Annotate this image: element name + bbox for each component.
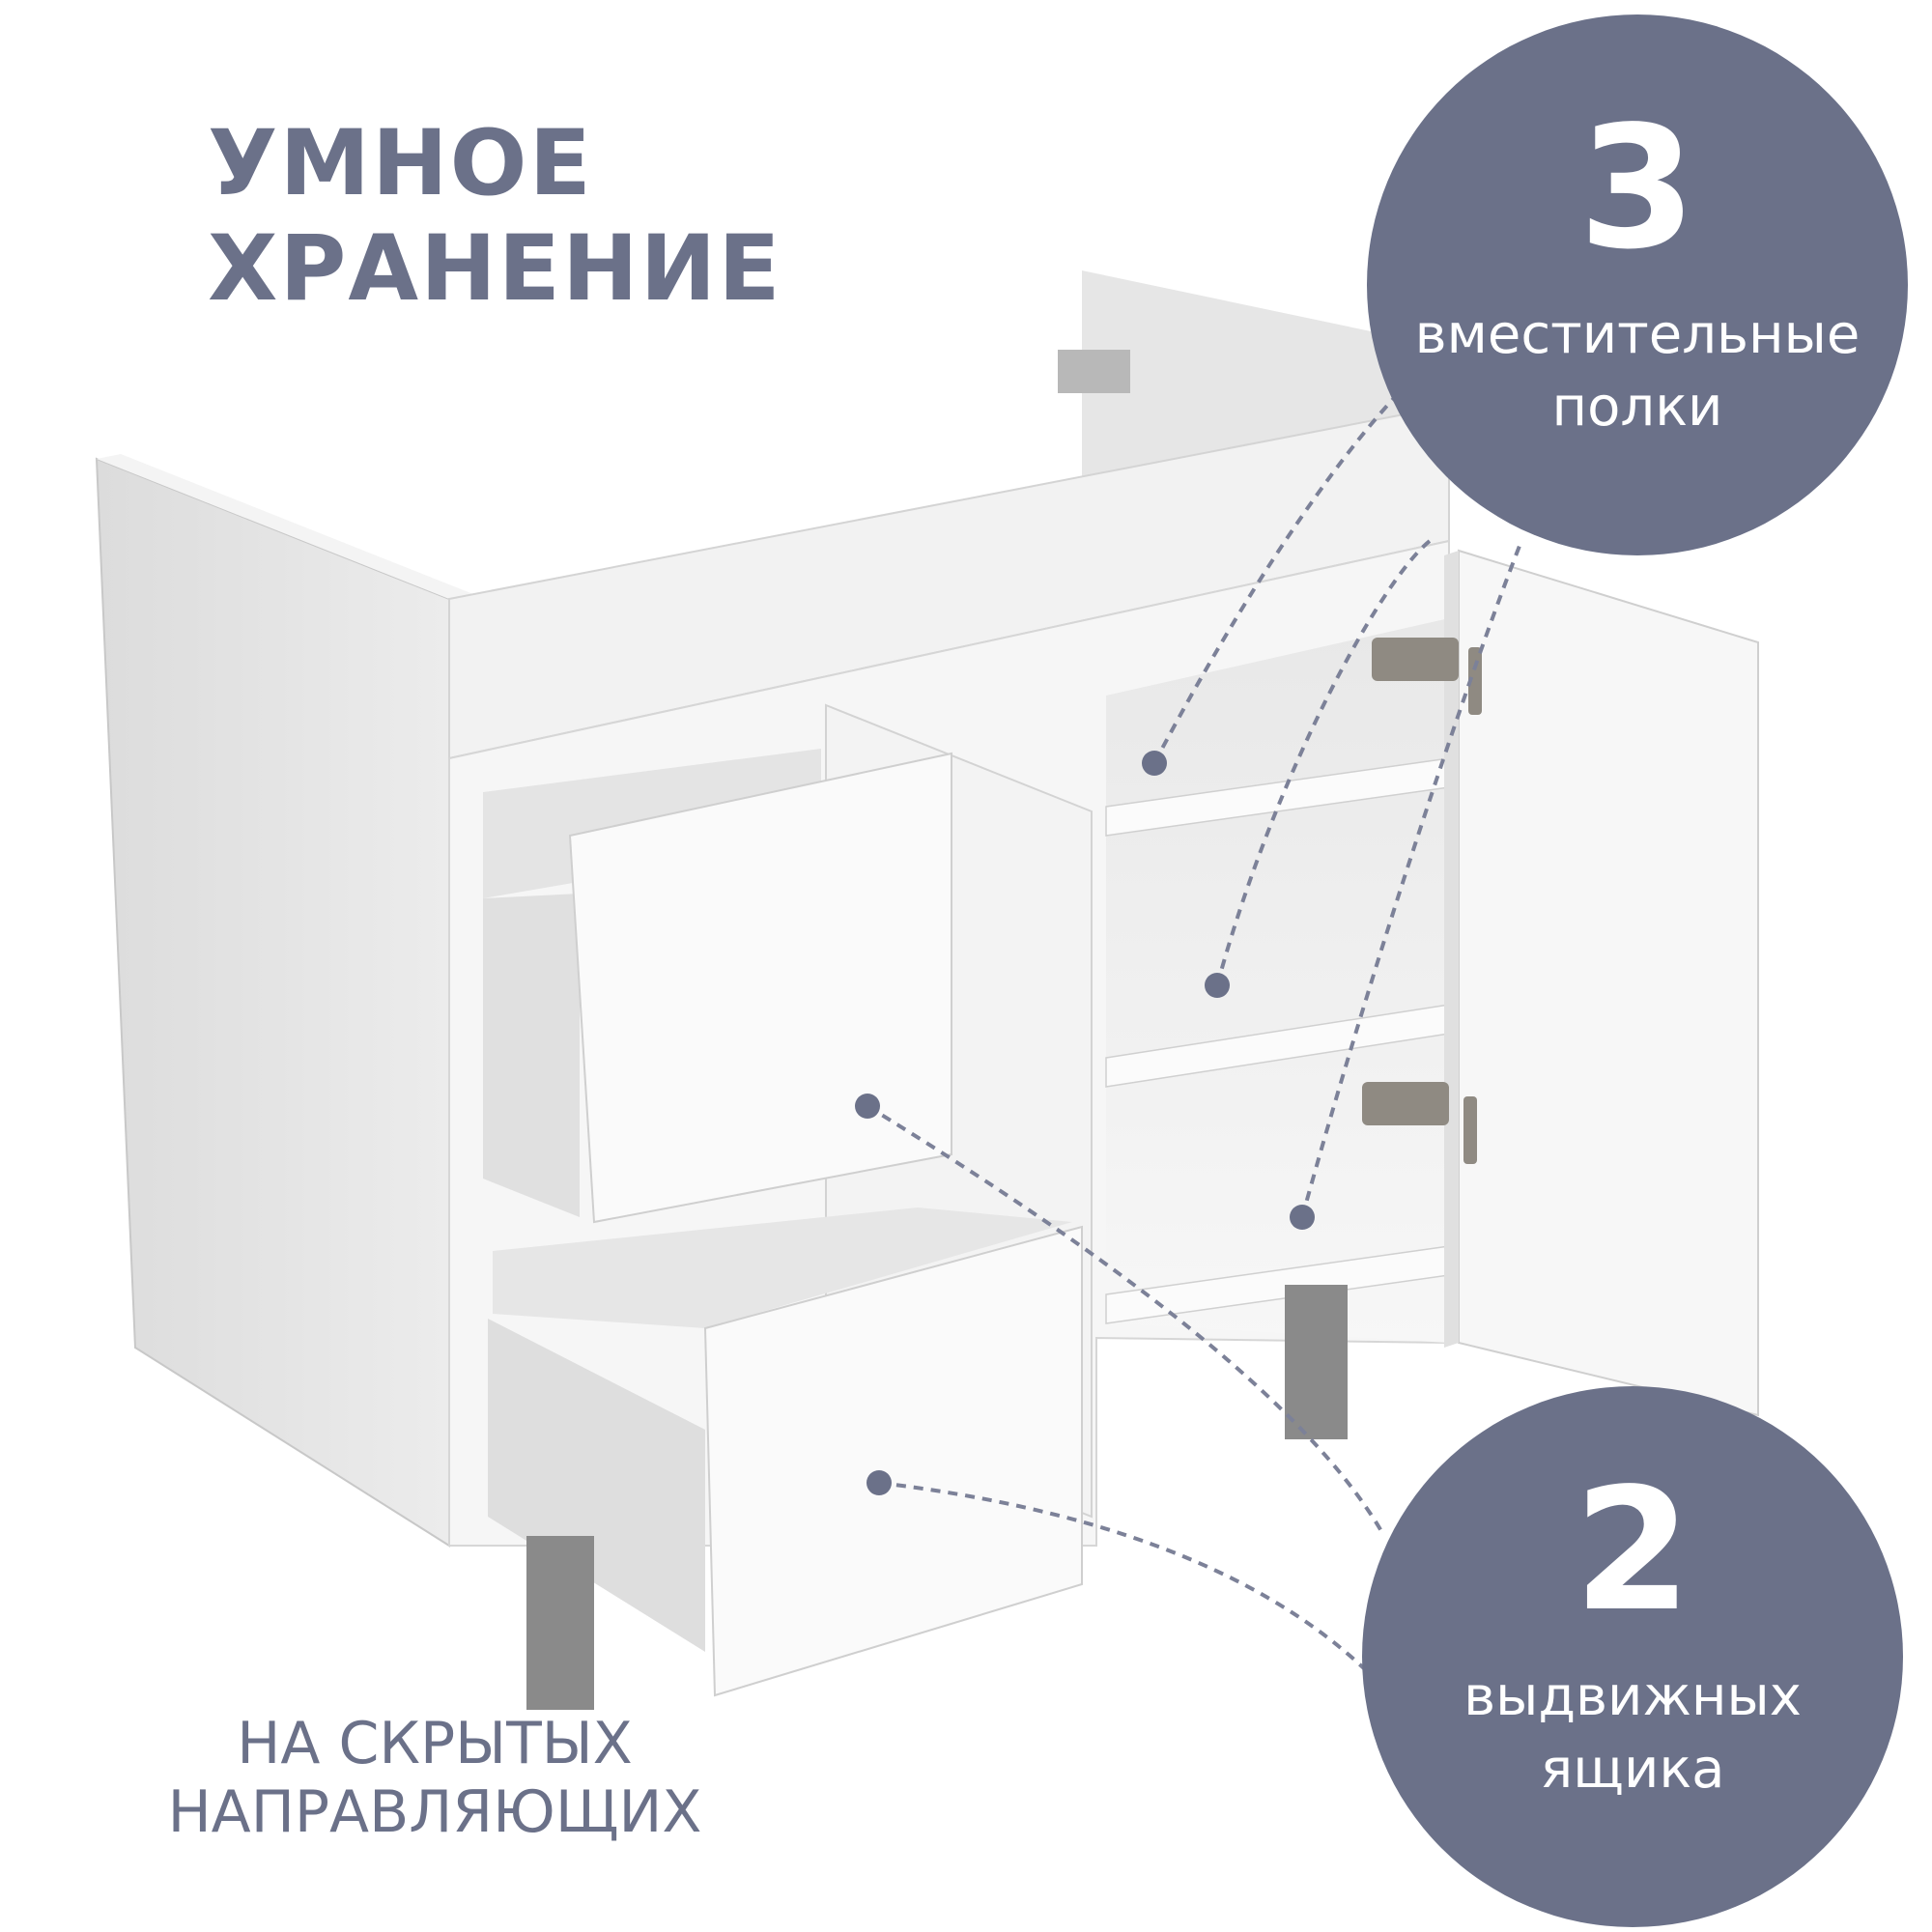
shelf-compartment [1106,618,1449,1343]
callout-dot-drawer-upper [855,1094,880,1119]
badge-drawers-line1: выдвижных [1463,1665,1802,1728]
badge-drawers: 2 выдвижных ящика [1362,1386,1903,1927]
callout-dot-shelf-top [1142,751,1167,776]
lower-drawer-side [488,1319,705,1652]
callout-line-shelf-bottom [1300,540,1523,1218]
lower-drawer-front [703,1225,1083,1697]
upper-drawer-side [483,894,580,1217]
callout-line-shelf-top [1152,394,1398,764]
hinge-upper-icon [1372,638,1459,681]
hinge-lower-plate-icon [1463,1096,1477,1164]
callout-dot-shelf-bottom [1290,1205,1315,1230]
callout-dot-drawer-lower [867,1470,892,1495]
badge-shelves-circle [1367,14,1908,555]
footnote-hidden-runners: НА СКРЫТЫХ НАПРАВЛЯЮЩИХ [97,1710,773,1847]
callout-line-drawer-upper [866,1104,1383,1533]
lower-drawer-interior [493,1208,1072,1328]
badge-shelves-number: 3 [1578,91,1696,287]
leg-front-right [1285,1285,1348,1439]
badge-shelves-line1: вместительные [1415,303,1861,366]
callout-line-drawer-lower [878,1481,1369,1673]
left-panel-top-edge [97,454,473,599]
footnote-line1: НА СКРЫТЫХ [237,1710,633,1777]
hinge-upper-plate-icon [1468,647,1482,715]
callout-lines [866,394,1523,1673]
upper-drawer-front [568,752,952,1224]
open-door [1458,549,1759,1417]
page-title: УМНОЕ ХРАНЕНИЕ [208,111,782,322]
badge-shelves-line2: полки [1552,376,1723,439]
left-side-panel [95,457,450,1548]
callout-line-shelf-middle [1215,539,1432,986]
callout-dot-shelf-middle [1205,973,1230,998]
callout-dots [855,751,1315,1495]
badge-shelves: 3 вместительные полки [1367,14,1908,555]
wall-mount-bracket [1058,350,1130,393]
hinge-lower-icon [1362,1082,1449,1125]
leg-front-left [526,1536,594,1710]
badge-drawers-line2: ящика [1541,1738,1725,1801]
badge-drawers-circle [1362,1386,1903,1927]
footnote-line2: НАПРАВЛЯЮЩИХ [167,1777,702,1846]
badge-drawers-number: 2 [1574,1453,1691,1649]
